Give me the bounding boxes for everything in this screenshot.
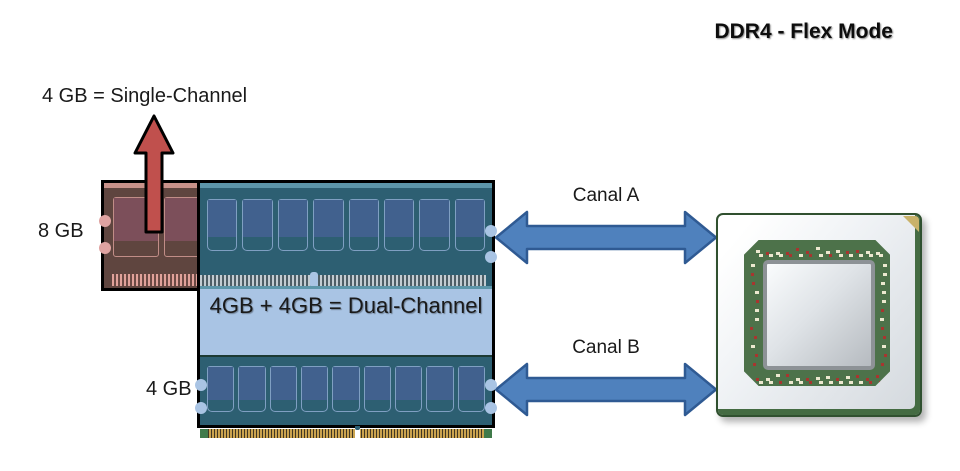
key-notch: [310, 272, 318, 288]
single-channel-up-arrow-icon: [133, 114, 175, 234]
pin-strip: [112, 274, 197, 286]
memory-chips: [207, 199, 485, 251]
page-title: DDR4 - Flex Mode: [714, 20, 893, 43]
key-notch: [355, 426, 360, 430]
cpu-icon: [716, 213, 922, 417]
channel-a-arrow-icon: [494, 210, 718, 265]
clip-notch: [485, 402, 497, 414]
clip-notch: [195, 402, 207, 414]
key-notch-gap: [355, 429, 360, 438]
pin-strip: [200, 275, 486, 286]
dual-channel-box: 4GB + 4GB = Dual-Channel: [195, 180, 497, 428]
pin-end-tab: [200, 429, 208, 438]
clip-notch: [99, 242, 111, 254]
ram-edge-strip: [200, 286, 492, 289]
cpu-die: [763, 260, 875, 370]
clip-notch: [485, 251, 497, 263]
gold-pin-strip: [200, 426, 492, 438]
ram-module-top: [200, 183, 497, 289]
ram-edge-strip: [200, 183, 492, 188]
channel-b-label: Canal B: [572, 337, 640, 358]
dual-channel-label: 4GB + 4GB = Dual-Channel: [209, 293, 483, 318]
clip-notch: [99, 215, 111, 227]
label-4gb: 4 GB: [146, 378, 192, 400]
label-8gb: 8 GB: [38, 220, 84, 242]
clip-notch: [485, 225, 497, 237]
ram-module-4gb: [195, 355, 497, 425]
single-channel-label: 4 GB = Single-Channel: [42, 85, 248, 107]
memory-chips: [207, 366, 485, 412]
clip-notch: [195, 379, 207, 391]
clip-notch: [485, 379, 497, 391]
cpu-pin1-corner: [903, 216, 919, 232]
channel-a-label: Canal A: [572, 185, 640, 206]
pin-end-tab: [484, 429, 492, 438]
channel-b-arrow-icon: [494, 362, 718, 417]
